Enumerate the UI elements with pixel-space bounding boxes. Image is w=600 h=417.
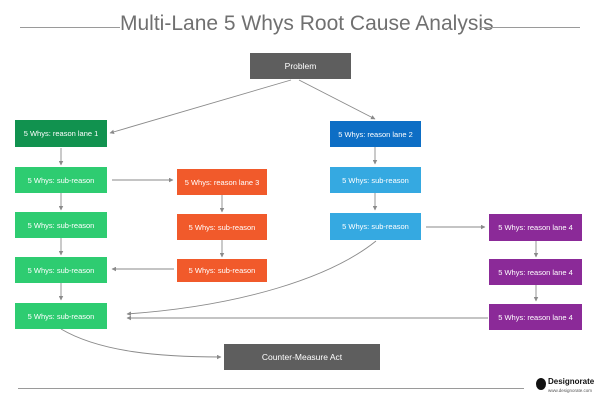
lane3-sub1-node: 5 Whys: sub-reason [177, 214, 267, 240]
title-divider-right [480, 27, 580, 28]
lane1-sub4-node: 5 Whys: sub-reason [15, 303, 107, 329]
lane4-c-node: 5 Whys: reason lane 4 [489, 304, 582, 330]
footer-divider [18, 388, 524, 389]
designorate-logo-icon [536, 378, 546, 390]
lane1-sub1-node: 5 Whys: sub-reason [15, 167, 107, 193]
title-divider-left [20, 27, 120, 28]
designorate-logo: Designorate www.designorate.com [536, 377, 596, 401]
lane4-a-node: 5 Whys: reason lane 4 [489, 214, 582, 241]
lane1-sub3-node: 5 Whys: sub-reason [15, 257, 107, 283]
problem-node: Problem [250, 53, 351, 79]
countermeasure-node: Counter-Measure Act [224, 344, 380, 370]
lane1-sub2-node: 5 Whys: sub-reason [15, 212, 107, 238]
lane3-sub2-node: 5 Whys: sub-reason [177, 259, 267, 282]
page-title: Multi-Lane 5 Whys Root Cause Analysis [120, 12, 494, 35]
logo-url: www.designorate.com [548, 388, 593, 393]
arrow-problem-to-lane2 [298, 79, 376, 120]
arrow-lane2-sub2-to-lane1-sub4 [126, 240, 377, 316]
arrow-lane1-sub4-to-countermeasure [60, 328, 222, 360]
lane2-sub1-node: 5 Whys: sub-reason [330, 167, 421, 193]
lane1-head-node: 5 Whys: reason lane 1 [15, 120, 107, 147]
lane2-sub2-node: 5 Whys: sub-reason [330, 213, 421, 240]
arrow-problem-to-lane1 [109, 79, 292, 135]
logo-name: Designorate [548, 377, 595, 386]
lane4-b-node: 5 Whys: reason lane 4 [489, 259, 582, 285]
lane3-head-node: 5 Whys: reason lane 3 [177, 169, 267, 195]
title-bar: Multi-Lane 5 Whys Root Cause Analysis [0, 10, 600, 44]
lane2-head-node: 5 Whys: reason lane 2 [330, 121, 421, 147]
